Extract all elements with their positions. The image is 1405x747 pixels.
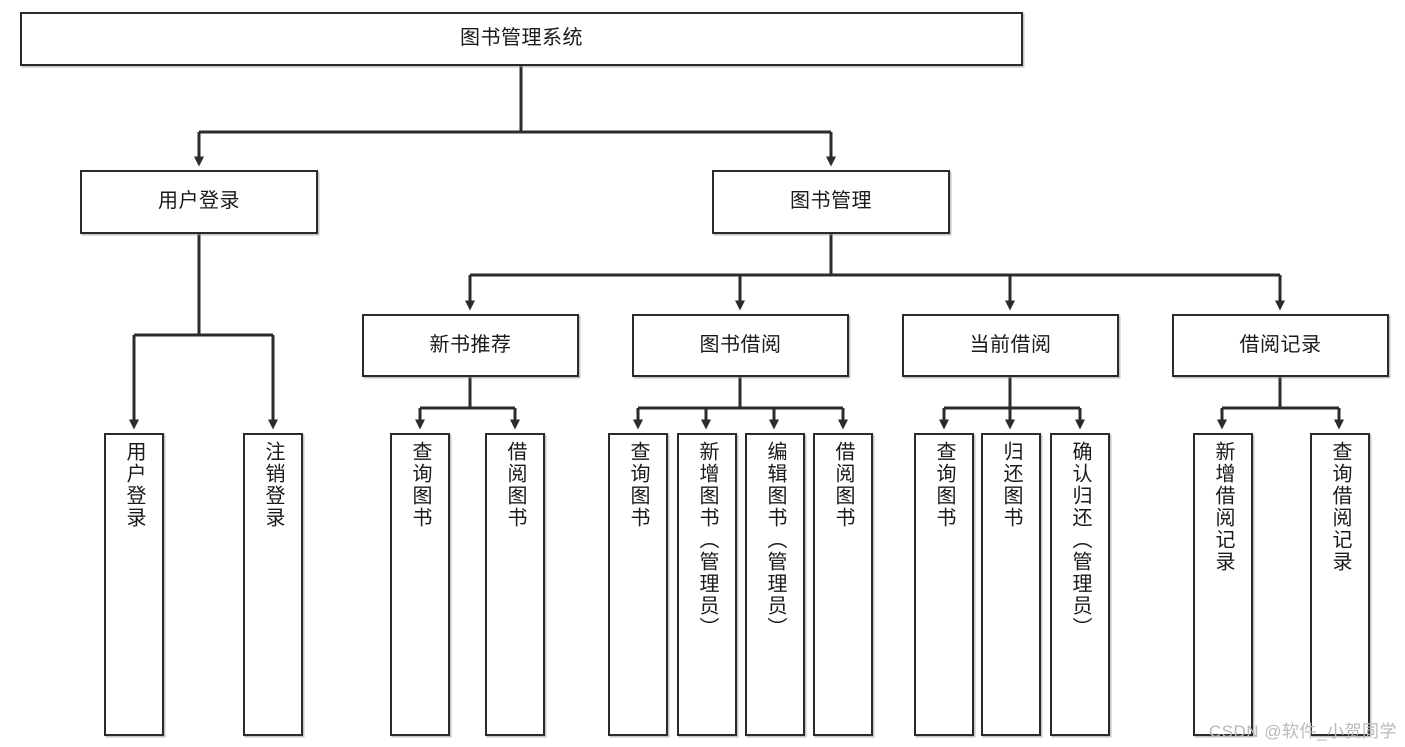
node-new-book-recommend[interactable]: 新书推荐 (362, 314, 579, 377)
leaf-query-books-current[interactable]: 查询图书 (914, 433, 974, 736)
node-root-label: 图书管理系统 (460, 27, 583, 50)
leaf-query-borrow-record[interactable]: 查询借阅记录 (1310, 433, 1370, 736)
node-current-borrow[interactable]: 当前借阅 (902, 314, 1119, 377)
leaf-confirm-return-admin[interactable]: 确认归还（管理员） (1050, 433, 1110, 736)
leaf-add-book-admin[interactable]: 新增图书（管理员） (677, 433, 737, 736)
node-root[interactable]: 图书管理系统 (20, 12, 1023, 66)
leaf-return-books-label: 归还图书 (1000, 441, 1022, 529)
leaf-query-books-current-label: 查询图书 (933, 441, 955, 529)
leaf-add-borrow-record-label: 新增借阅记录 (1212, 441, 1234, 573)
node-new-book-recommend-label: 新书推荐 (429, 333, 512, 356)
node-user-login-label: 用户登录 (158, 190, 240, 213)
leaf-logout[interactable]: 注销登录 (243, 433, 303, 736)
watermark: CSDN @软件_小贺同学 (1208, 722, 1397, 741)
node-book-borrow-label: 图书借阅 (699, 333, 782, 356)
leaf-query-books-newbook-label: 查询图书 (409, 441, 431, 529)
leaf-query-books-newbook[interactable]: 查询图书 (390, 433, 450, 736)
leaf-confirm-return-admin-label: 确认归还（管理员） (1069, 441, 1091, 639)
node-borrow-records[interactable]: 借阅记录 (1172, 314, 1389, 377)
node-borrow-records-label: 借阅记录 (1239, 333, 1322, 356)
leaf-borrow-books[interactable]: 借阅图书 (813, 433, 873, 736)
leaf-add-book-admin-label: 新增图书（管理员） (696, 441, 718, 639)
leaf-user-login[interactable]: 用户登录 (104, 433, 164, 736)
node-current-borrow-label: 当前借阅 (969, 333, 1052, 356)
leaf-logout-label: 注销登录 (262, 441, 284, 529)
leaf-add-borrow-record[interactable]: 新增借阅记录 (1193, 433, 1253, 736)
leaf-borrow-books-newbook[interactable]: 借阅图书 (485, 433, 545, 736)
leaf-edit-book-admin-label: 编辑图书（管理员） (764, 441, 786, 639)
leaf-query-books-borrow[interactable]: 查询图书 (608, 433, 668, 736)
leaf-return-books[interactable]: 归还图书 (981, 433, 1041, 736)
leaf-borrow-books-newbook-label: 借阅图书 (504, 441, 526, 529)
node-book-borrow[interactable]: 图书借阅 (632, 314, 849, 377)
leaf-edit-book-admin[interactable]: 编辑图书（管理员） (745, 433, 805, 736)
leaf-user-login-label: 用户登录 (123, 441, 145, 529)
leaf-query-borrow-record-label: 查询借阅记录 (1329, 441, 1351, 573)
node-user-login[interactable]: 用户登录 (80, 170, 318, 234)
leaf-borrow-books-label: 借阅图书 (832, 441, 854, 529)
leaf-query-books-borrow-label: 查询图书 (627, 441, 649, 529)
node-book-management[interactable]: 图书管理 (712, 170, 950, 234)
node-book-management-label: 图书管理 (790, 190, 872, 213)
